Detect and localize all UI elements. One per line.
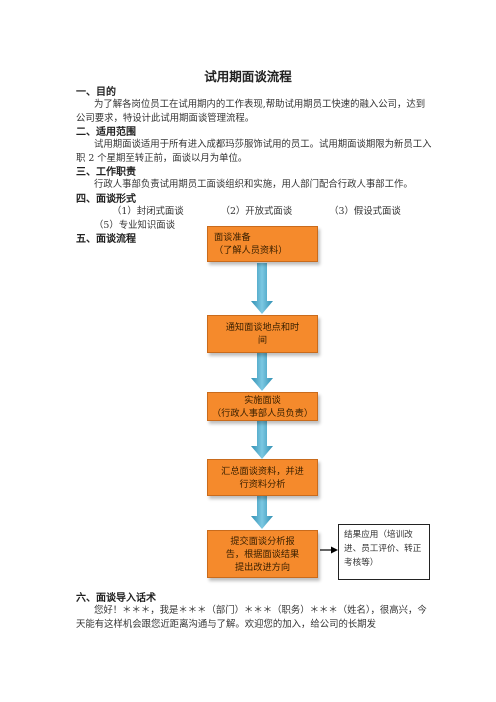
section-2-body: 试用期面谈适用于所有进入成都玛莎服饰试用的员工。试用期面谈期限为新员工入职 2 …: [76, 139, 432, 164]
page-title: 试用期面谈流程: [204, 69, 292, 84]
section-4-heading: 四、面谈形式: [76, 194, 136, 205]
section-3-heading: 三、工作职责: [76, 167, 136, 178]
form-closed: （1）封闭式面谈: [112, 206, 184, 217]
section-3-body: 行政人事部负责试用期员工面谈组织和实施，用人部门配合行政人事部工作。: [94, 179, 413, 190]
flow-arrow-3: [251, 421, 273, 459]
section-6-body: 您好！＊＊＊，我是＊＊＊（部门）＊＊＊（职务）＊＊＊（姓名），很高兴，今天能有这…: [76, 605, 427, 630]
section-4-forms: （1）封闭式面谈 （2）开放式面谈 （3）假设式面谈 （5）专业知识面谈: [76, 205, 434, 233]
section-6-heading: 六、面谈导入话术: [76, 593, 156, 604]
result-application-note: 结果应用（培训改进、员工评价、转正考核等）: [338, 524, 430, 580]
section-1-body: 为了解各岗位员工在试用期内的工作表现,帮助试用期员工快速的融入公司，达到公司要求…: [76, 99, 426, 124]
flow-step-conduct: 实施面谈 （行政人事部人员负责）: [207, 392, 318, 421]
flow-step-report: 提交面谈分析报 告，根据面谈结果 提出改进方向: [207, 530, 318, 578]
form-hypothetical: （3）假设式面谈: [329, 206, 401, 217]
section-5-heading: 五、面谈流程: [76, 234, 136, 245]
flow-step-notify: 通知面谈地点和时 间: [207, 315, 318, 353]
flow-arrow-1: [251, 263, 273, 314]
flow-arrow-4: [251, 496, 273, 529]
result-connector-arrowhead: [331, 546, 338, 554]
section-1-heading: 一、目的: [76, 87, 116, 98]
section-2-heading: 二、适用范围: [76, 127, 136, 138]
flow-step-summarize: 汇总面谈资料，并进 行资料分析: [207, 459, 318, 496]
form-professional: （5）专业知识面谈: [94, 220, 175, 231]
flow-step-preparation: 面谈准备 （了解人员资料）: [207, 226, 318, 262]
flow-arrow-2: [251, 353, 273, 391]
form-open: （2）开放式面谈: [220, 206, 293, 217]
